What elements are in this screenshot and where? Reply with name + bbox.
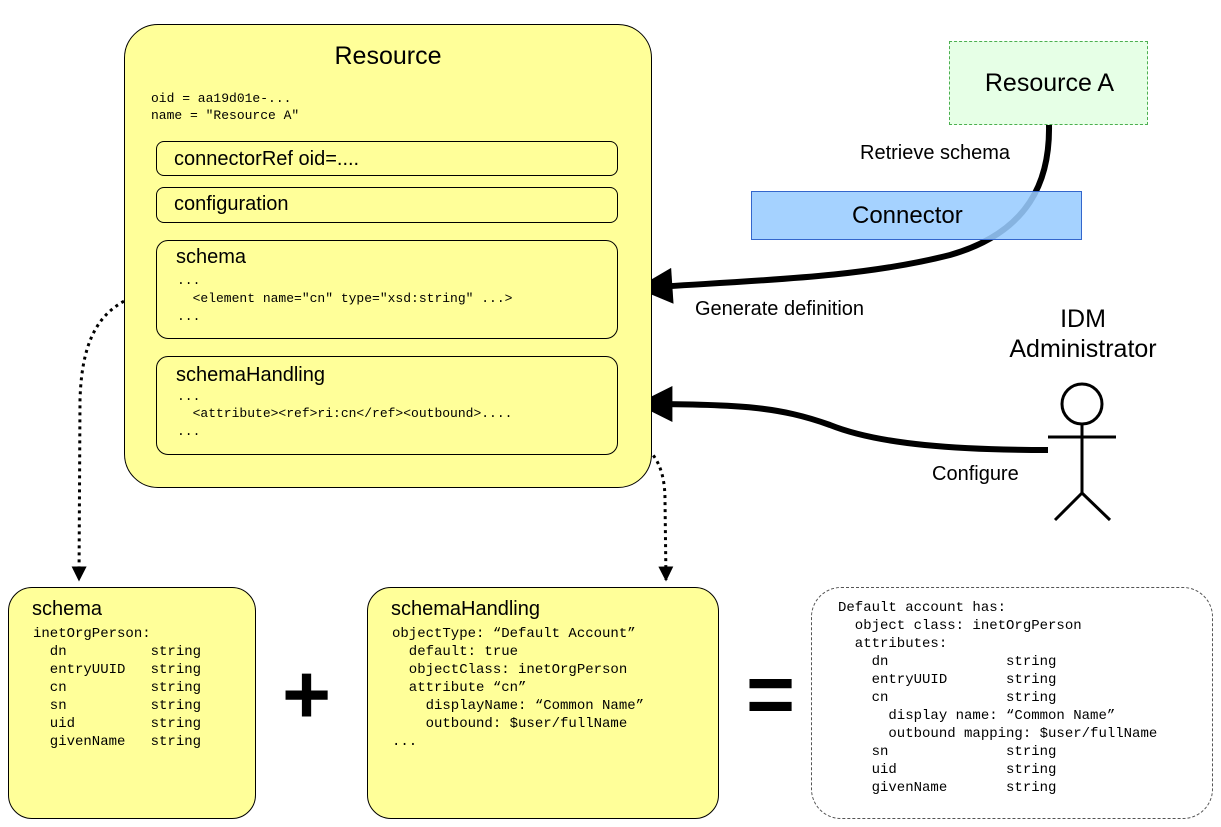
retrieve-schema-arrow (636, 124, 1053, 304)
configuration-label: configuration (174, 193, 289, 215)
generate-definition-label: Generate definition (695, 298, 865, 320)
connector-ref-box: connectorRef oid=.... (156, 141, 618, 176)
connector-box: Connector (751, 191, 1082, 240)
admin-label-line-1: IDM (1060, 305, 1106, 333)
configure-arrow (636, 386, 1049, 453)
admin-head (1060, 382, 1104, 426)
connector-label: Connector (852, 202, 963, 229)
schema-box: schema inetOrgPerson: dn string entryUUI… (8, 587, 256, 819)
schema-dotted-arrow (71, 288, 158, 582)
resource-schema-handling-line-2: <attribute><ref>ri:cn</ref><outbound>...… (177, 406, 513, 421)
resource-schema-line-1: ... (177, 273, 201, 288)
administrator-figure (1048, 382, 1116, 522)
resource-oid: oid = aa19d01e-... (151, 91, 292, 106)
resource-schema-box: schema ... <element name="cn" type="xsd:… (156, 240, 618, 339)
result-box-text: Default account has: object class: inetO… (838, 600, 1158, 796)
schema-box-title: schema (32, 598, 103, 620)
resource-schema-handling-title: schemaHandling (176, 364, 325, 386)
admin-left-leg (1053, 491, 1084, 522)
admin-right-leg (1080, 491, 1112, 522)
resource-schema-line-2: <element name="cn" type="xsd:string" ...… (177, 291, 513, 306)
equals-operator: = (746, 647, 796, 741)
schema-handling-box-text: objectType: “Default Account” default: t… (392, 626, 645, 750)
configure-label: Configure (932, 463, 1019, 485)
resource-schema-handling-box: schemaHandling ... <attribute><ref>ri:cn… (156, 356, 618, 455)
connector-ref-label: connectorRef oid=.... (174, 148, 360, 170)
plus-operator: + (282, 647, 332, 741)
resource-schema-handling-line-3: ... (177, 424, 201, 439)
configuration-box: configuration (156, 187, 618, 223)
schema-box-text: inetOrgPerson: dn string entryUUID strin… (33, 626, 202, 750)
resource-schema-line-3: ... (177, 309, 201, 324)
resource-a-label: Resource A (984, 69, 1115, 97)
resource-title: Resource (334, 42, 442, 70)
resource-schema-handling-line-1: ... (177, 389, 201, 404)
resource-name: name = "Resource A" (151, 108, 300, 123)
result-box: Default account has: object class: inetO… (811, 587, 1213, 819)
resource-a-box: Resource A (949, 41, 1148, 125)
schema-handling-box: schemaHandling objectType: “Default Acco… (367, 587, 719, 819)
admin-label-line-2: Administrator (1009, 335, 1157, 363)
schema-handling-box-title: schemaHandling (391, 598, 540, 620)
resource-schema-title: schema (176, 246, 247, 268)
retrieve-schema-label: Retrieve schema (860, 142, 1011, 164)
